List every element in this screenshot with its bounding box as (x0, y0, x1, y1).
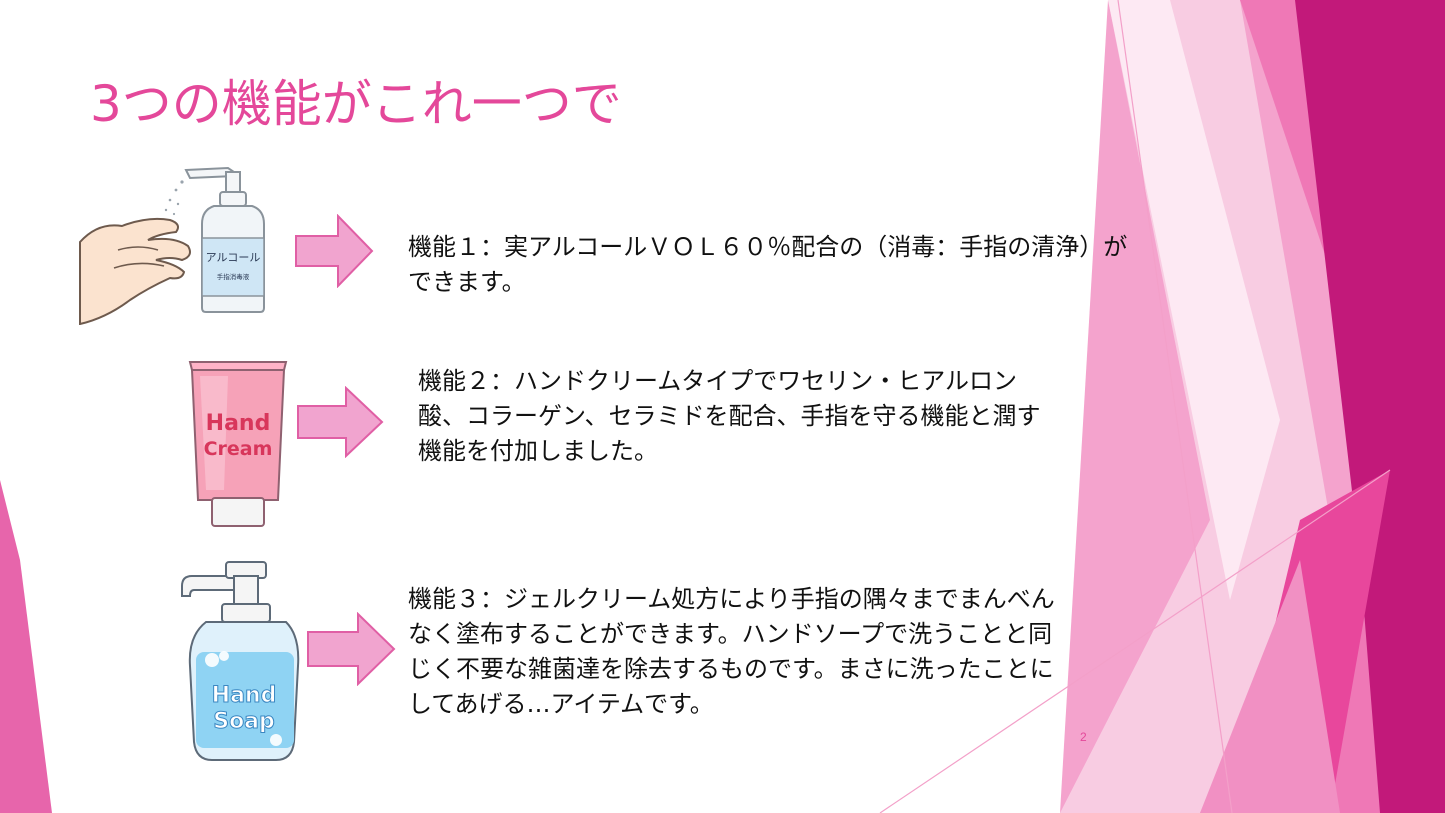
cream-label-line1: Hand (206, 411, 271, 436)
sanitizer-label: アルコール (206, 251, 261, 264)
right-panel-bottom (1200, 560, 1340, 813)
arrow-right-2 (297, 386, 384, 458)
thin-line-2 (879, 469, 1391, 813)
soap-label-line1: Hand (212, 683, 277, 708)
right-panel-dark (1295, 0, 1445, 813)
arrow-right-3 (307, 612, 396, 686)
slide-title: 3つの機能がこれ一つで (90, 75, 622, 133)
cream-label-line2: Cream (204, 438, 273, 460)
hand-cream-tube-icon: Hand Cream (188, 361, 288, 527)
soap-label-line2: Soap (213, 709, 275, 734)
arrow-right-1 (295, 214, 374, 288)
page-number: 2 (1080, 730, 1087, 744)
feature-1-text: 機能１：実アルコールＶＯＬ６０％配合の（消毒：手指の清浄）ができます。 (408, 233, 1128, 296)
feature-3-text: 機能３：ジェルクリーム処方により手指の隅々までまんべんなく塗布することができます… (408, 585, 1055, 718)
right-panel-white (1108, 0, 1280, 600)
sanitizer-sublabel: 手指消毒液 (217, 272, 250, 281)
feature-2-text: 機能２：ハンドクリームタイプでワセリン・ヒアルロン酸、コラーゲン、セラミドを配合… (418, 367, 1041, 465)
left-edge-wedge (0, 480, 52, 813)
sanitizer-hands-icon: アルコール 手指消毒液 (79, 166, 265, 325)
thin-line-1 (1117, 0, 1233, 813)
hand-soap-pump-icon: Hand Soap (181, 561, 300, 761)
